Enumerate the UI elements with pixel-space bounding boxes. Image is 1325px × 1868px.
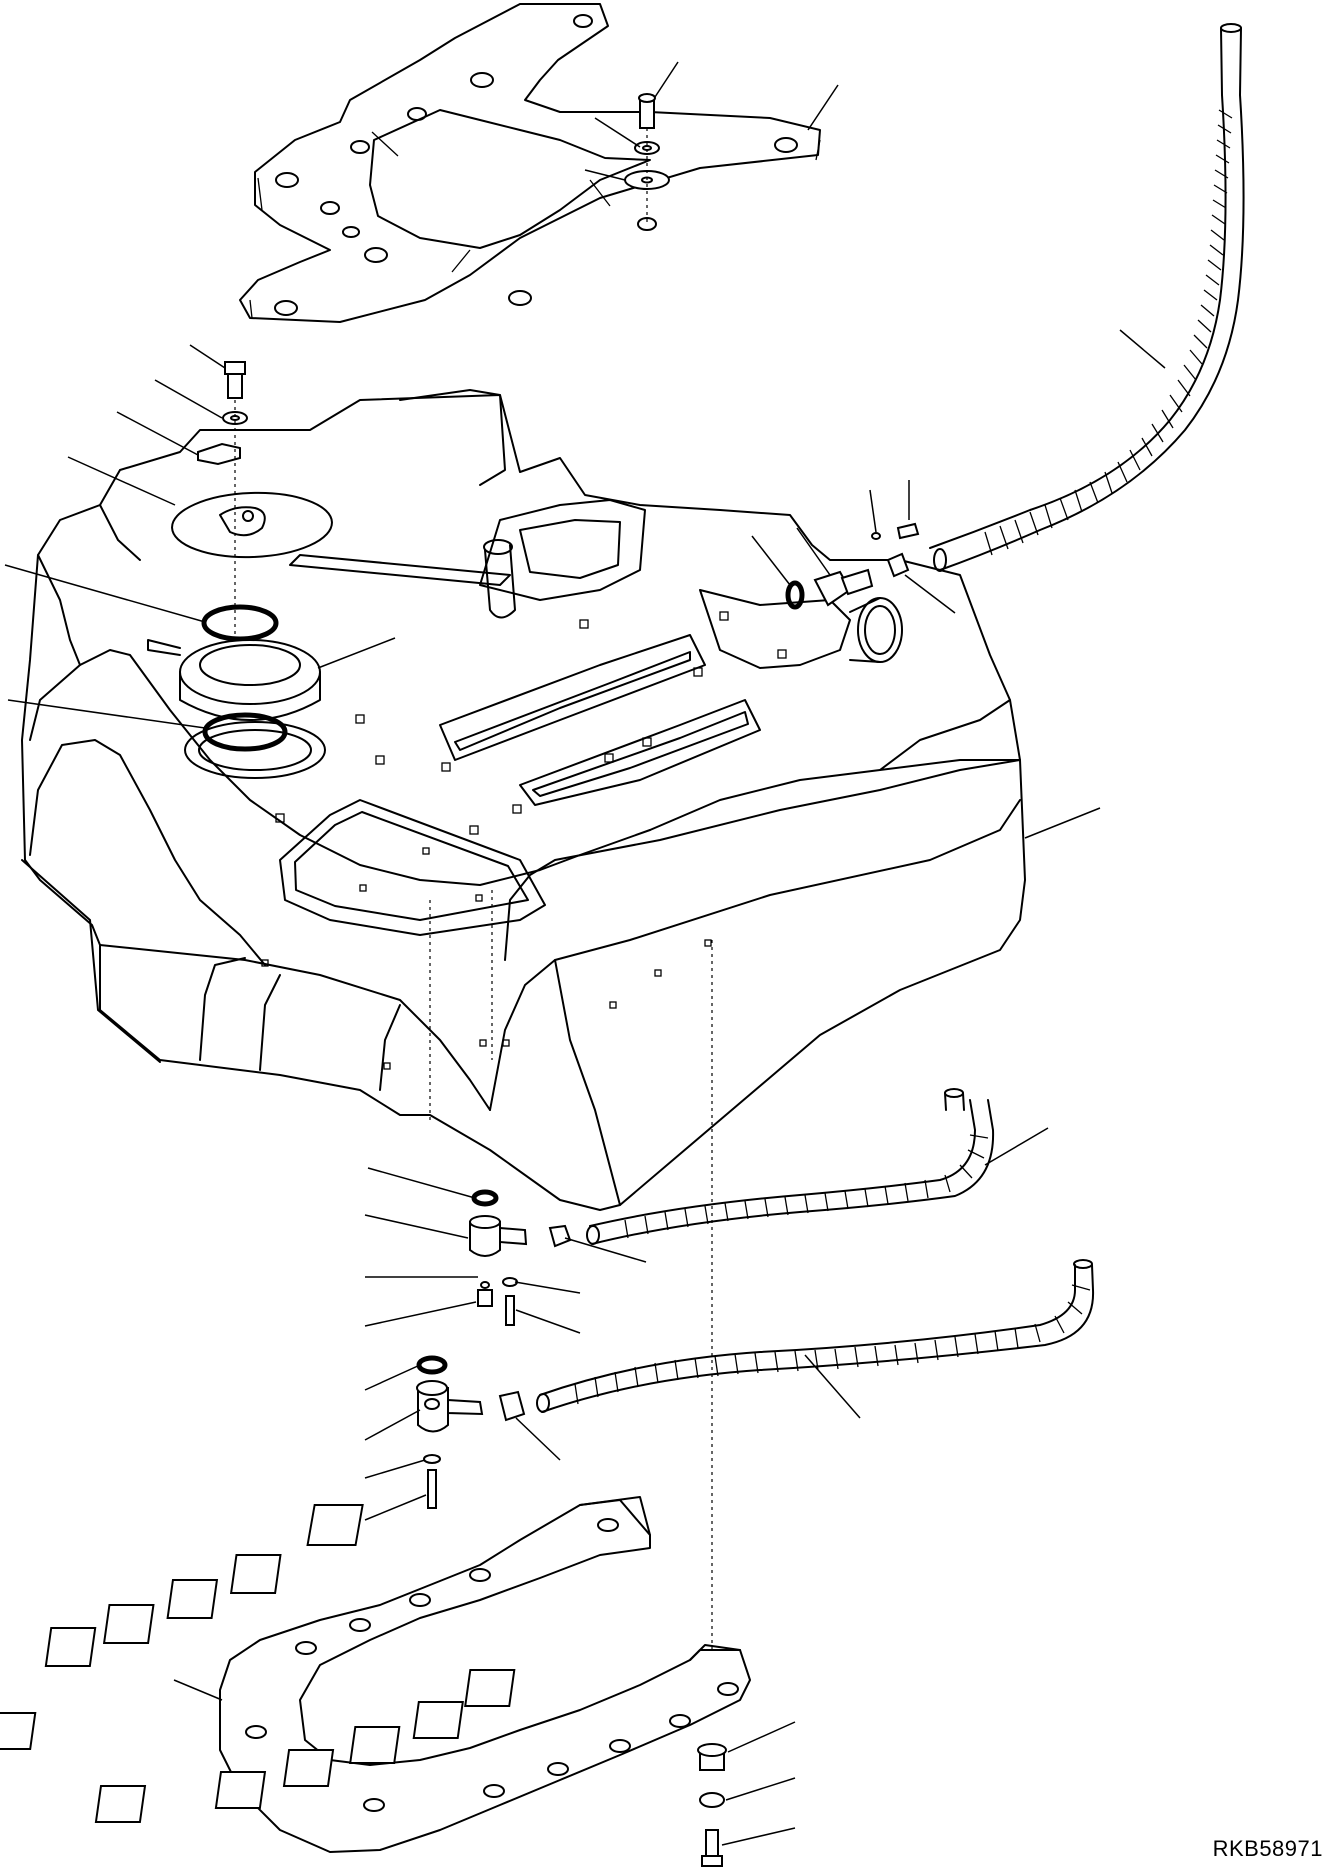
tank-top-outlet-pipe xyxy=(483,539,516,619)
bottom-support-bracket xyxy=(0,1496,751,1853)
drawing-reference-id: RKB58971 xyxy=(1212,1836,1323,1861)
hose-corrugation-marks-3 xyxy=(574,1284,1091,1405)
bracket-rubber-mounts xyxy=(0,1504,739,1823)
tank-filler-neck xyxy=(849,597,903,663)
bottom-fastener-stack xyxy=(697,940,727,1867)
bracket-bolt-holes xyxy=(274,14,798,316)
return-fitting-group xyxy=(785,23,1245,610)
hose-corrugation-marks xyxy=(984,109,1233,556)
tank-surface-fasteners xyxy=(261,611,787,1070)
upper-outlet-valve-group xyxy=(429,890,995,1326)
hose-corrugation-marks-2 xyxy=(624,1134,989,1239)
bracket-bolt-stack xyxy=(624,93,670,222)
fuel-tank-body xyxy=(21,389,1026,1211)
lower-outlet-valve-group xyxy=(416,1259,1095,1509)
fuel-gauge-sender-group xyxy=(147,361,511,779)
top-mounting-bracket xyxy=(239,3,821,323)
callout-leader-lines xyxy=(4,61,1166,1846)
